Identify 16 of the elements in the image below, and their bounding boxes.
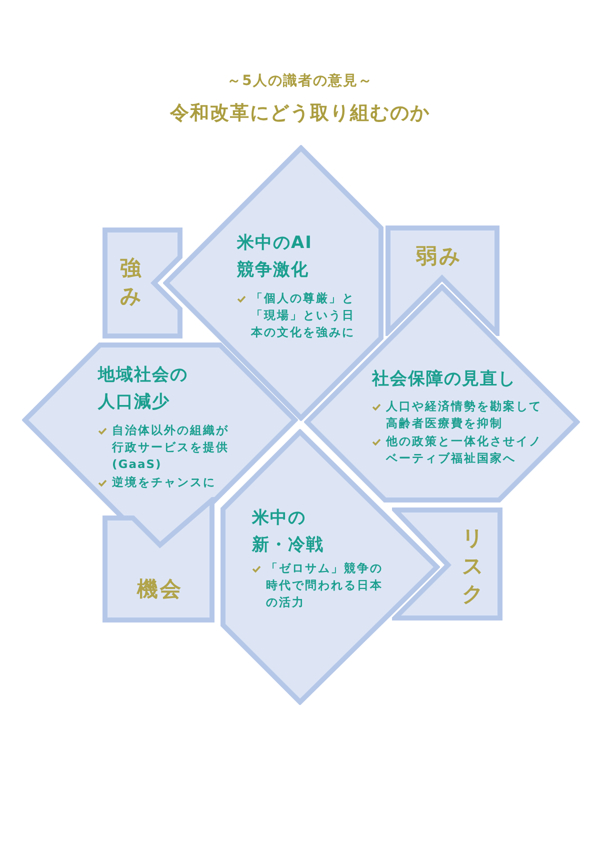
heading: 米中のAI 競争激化: [237, 232, 314, 282]
heading: 地域社会の人口減少: [98, 364, 189, 414]
heading: 米中の新・冷戦: [252, 507, 325, 557]
tab-label: 機会: [137, 576, 183, 602]
bullet-text: 他の政策と一体化させイノベーティブ福祉国家へ: [386, 434, 542, 465]
bullet-text: 「個人の尊厳」と「現場」という日本の文化を強みに: [251, 291, 355, 339]
title: 令和改革にどう取り組むのか: [168, 101, 431, 126]
tab-label: 弱み: [416, 243, 463, 269]
tab-label: リスク: [462, 525, 485, 608]
bullet-text: 自治体以外の組織が行政サービスを提供(GaaS): [112, 423, 229, 471]
bullet-text: 「ゼロサム」競争の時代で問われる日本の活力: [266, 561, 383, 609]
bullet-text: 人口や経済情勢を勘案して高齢者医療費を抑制: [386, 399, 542, 430]
bullet-text: 逆境をチャンスに: [112, 475, 216, 489]
tab-label: 強み: [120, 255, 143, 310]
heading: 社会保障の見直し: [372, 368, 517, 391]
subtitle: ～5人の識者の意見～: [226, 72, 374, 90]
